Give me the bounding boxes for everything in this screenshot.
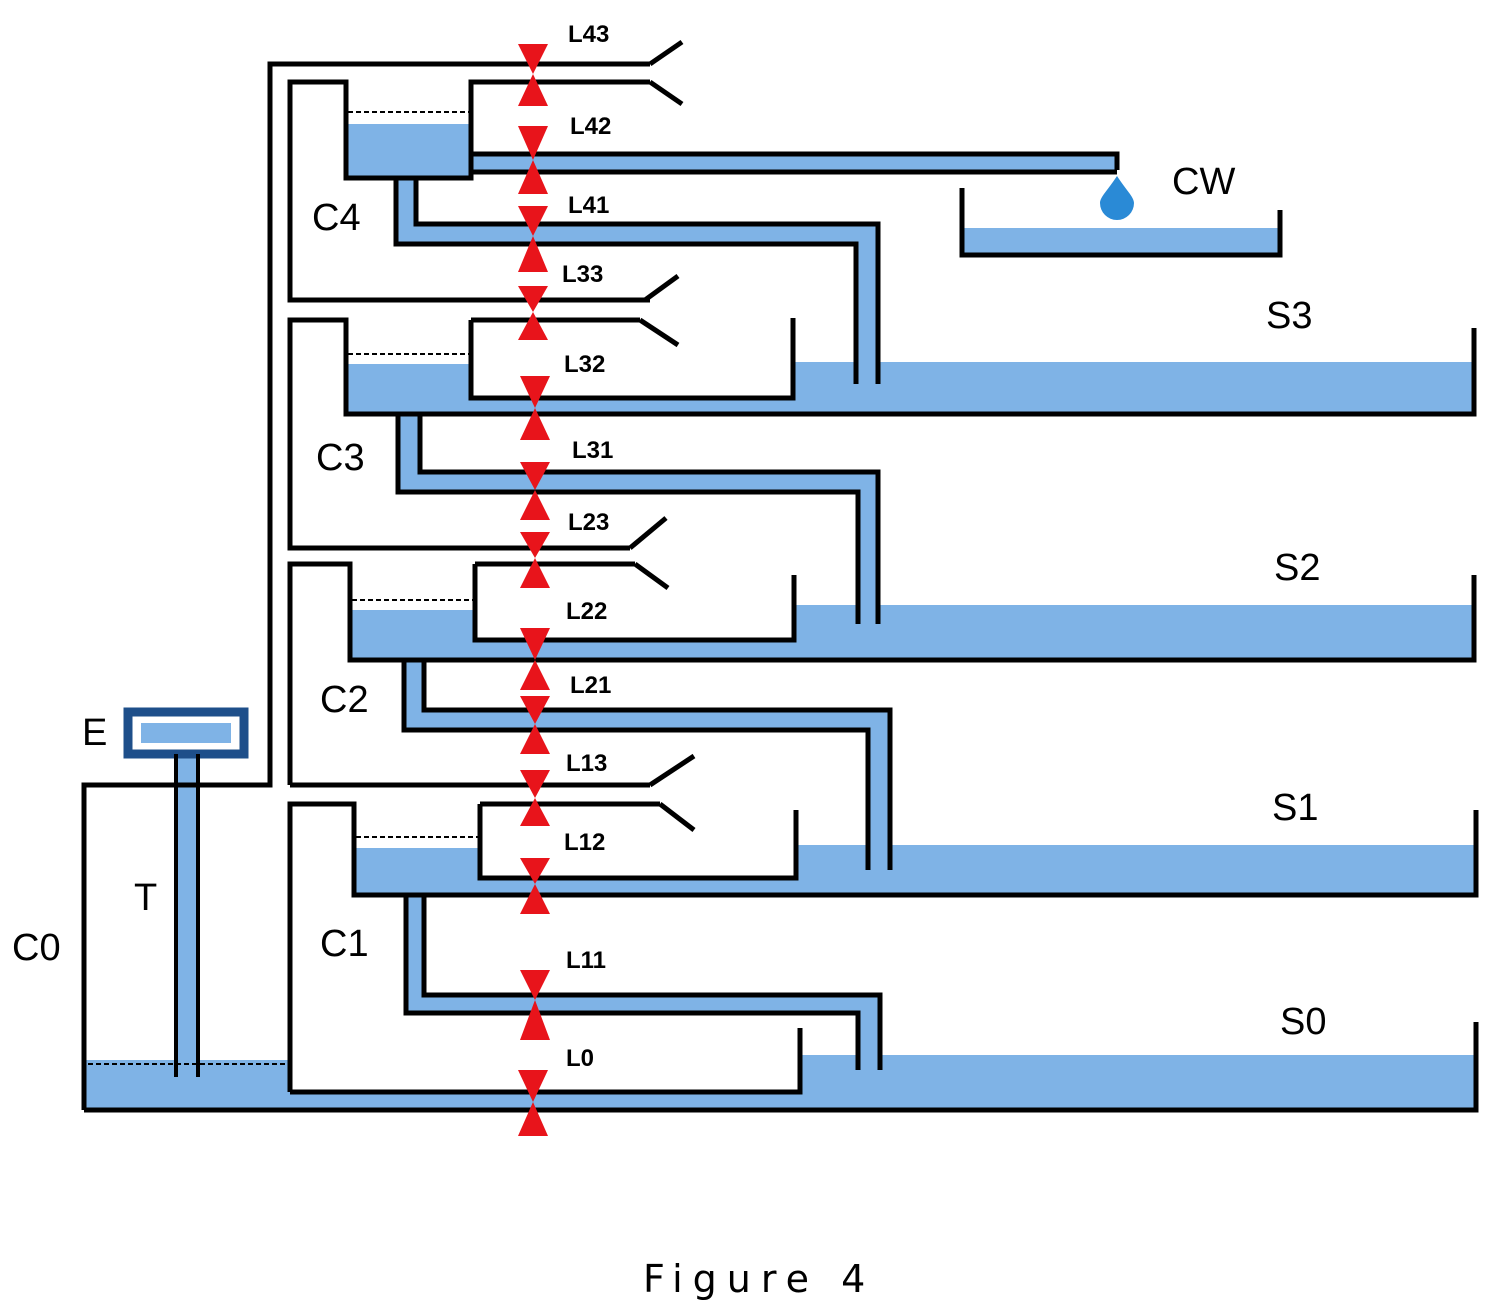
label-cw: CW [1172, 161, 1235, 203]
valve-l0-icon [518, 1070, 548, 1136]
label-e: E [82, 712, 107, 754]
valve-label-l43: L43 [568, 21, 609, 48]
label-c4: C4 [312, 197, 361, 239]
siphon-c1 [406, 893, 880, 1070]
valve-label-l12: L12 [564, 829, 605, 856]
c0-floor [84, 1022, 1479, 1113]
spouts [628, 39, 696, 832]
valve-label-l42: L42 [570, 113, 611, 140]
c2-bottom-water [352, 640, 796, 658]
valve-l32-icon [520, 376, 550, 440]
s0-water-upper [800, 1055, 1474, 1107]
valve-labels: L43 L42 L41 L33 L32 L31 L23 L22 L21 L13 … [562, 21, 613, 1072]
cw-feed-pipe [471, 154, 1117, 170]
c1-siphon-wall [403, 895, 861, 1070]
c3-wall [287, 317, 1477, 551]
l42-pipe-wall [471, 151, 1120, 170]
valve-label-l21: L21 [570, 672, 611, 699]
c1-bottom-water [355, 878, 796, 893]
valve-l11-icon [520, 970, 550, 1040]
tube-t-water [178, 752, 196, 1077]
c2-siphon-inner [421, 660, 893, 870]
valve-l22-icon [520, 628, 550, 690]
c0-wall [81, 61, 650, 1110]
level-markers [88, 111, 478, 1065]
c1-wall [287, 801, 1479, 1092]
c4-wall [287, 79, 650, 303]
valves [518, 44, 550, 1136]
valve-label-l23: L23 [568, 509, 609, 536]
valve-l12-icon [520, 858, 550, 914]
c4-siphon-inner [413, 178, 881, 384]
c4-siphon-wall [393, 178, 859, 384]
label-c3: C3 [316, 437, 365, 479]
valve-label-l32: L32 [564, 351, 605, 378]
label-s2: S2 [1274, 547, 1320, 589]
s2-water [796, 605, 1474, 658]
cw-water [962, 228, 1278, 253]
c2-siphon-wall [401, 660, 871, 870]
label-s0: S0 [1280, 1001, 1326, 1043]
valve-l43-icon [518, 44, 548, 106]
cw-pan [959, 188, 1283, 258]
c3-bottom-water [348, 398, 793, 414]
c3-tray [468, 318, 796, 401]
valve-l33-icon [518, 286, 548, 340]
c3-siphon-inner [417, 414, 881, 624]
label-s3: S3 [1266, 295, 1312, 337]
valve-label-l11: L11 [566, 947, 606, 974]
valve-l13-icon [520, 770, 550, 826]
water-fills [86, 124, 1474, 1108]
vessel-labels: C0 C1 C2 C3 C4 E T CW S3 S2 S1 S0 [12, 161, 1326, 1043]
c2-wall [287, 561, 1477, 785]
label-c0: C0 [12, 927, 61, 969]
label-t: T [134, 877, 157, 919]
figure-caption: Figure 4 [643, 1257, 875, 1301]
siphon-c3 [400, 414, 878, 624]
label-c2: C2 [320, 679, 369, 721]
siphon-c4 [398, 176, 878, 384]
label-s1: S1 [1272, 787, 1318, 829]
walls [81, 61, 1479, 1113]
e-box-water [141, 723, 231, 743]
water-drop-icon [1100, 176, 1134, 220]
valve-l31-icon [520, 462, 550, 520]
c1-floor [290, 1028, 803, 1095]
valve-label-l33: L33 [562, 261, 603, 288]
c3-siphon-wall [395, 414, 861, 624]
e-box [123, 707, 249, 759]
valve-l23-icon [520, 532, 550, 588]
c2-tray [472, 564, 797, 643]
valve-label-l31: L31 [572, 437, 613, 464]
s3-water [793, 362, 1473, 414]
s1-water [796, 845, 1474, 893]
label-c1: C1 [320, 923, 369, 965]
e-apparatus [123, 707, 249, 1077]
c1-tray [477, 804, 799, 881]
valve-label-l22: L22 [566, 598, 607, 625]
siphon-c2 [404, 658, 890, 870]
valve-label-l13: L13 [566, 750, 607, 777]
valve-label-l0: L0 [566, 1045, 594, 1072]
valve-label-l41: L41 [568, 192, 609, 219]
valve-l41-icon [518, 206, 548, 272]
c4-water [348, 124, 471, 176]
c1-siphon-inner [421, 895, 883, 1070]
valve-l21-icon [520, 696, 550, 754]
valve-l42-icon [518, 126, 548, 194]
